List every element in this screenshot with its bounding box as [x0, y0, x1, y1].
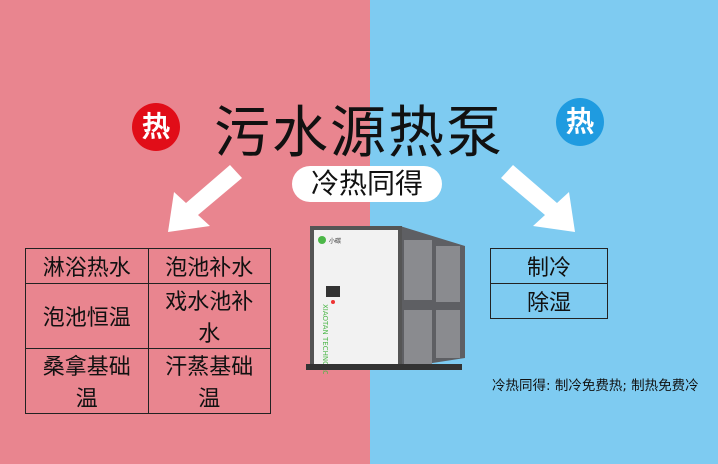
heat-pump-unit-image: 小碳 XIAOTAN TECHNOLOGY: [300, 218, 466, 386]
table-cell: 制冷: [490, 248, 608, 284]
table-cell: 戏水池补水: [147, 283, 271, 349]
table-row: 桑拿基础温汗蒸基础温: [25, 348, 271, 414]
hot-badge-right: 热: [556, 98, 604, 146]
subtitle-pill: 冷热同得: [292, 166, 442, 202]
table-cell: 泡池补水: [147, 248, 271, 284]
table-cell: 除湿: [490, 283, 608, 319]
table-row: 淋浴热水泡池补水: [25, 248, 271, 284]
table-row: 泡池恒温戏水池补水: [25, 283, 271, 349]
svg-text:XIAOTAN TECHNOLOGY: XIAOTAN TECHNOLOGY: [321, 304, 329, 374]
table-cell: 淋浴热水: [25, 248, 149, 284]
table-cell: 桑拿基础温: [25, 348, 149, 414]
table-row: 除湿: [490, 283, 608, 319]
arrow-down-left-icon: [168, 165, 242, 232]
right-background: [370, 0, 718, 464]
hot-badge-left: 热: [132, 103, 180, 151]
arrow-down-right-icon: [501, 165, 575, 232]
page-title: 污水源热泵: [214, 101, 504, 166]
right-uses-table: 制冷 除湿: [490, 248, 608, 319]
footnote: 冷热同得: 制冷免费热; 制热免费冷: [492, 378, 699, 394]
table-cell: 泡池恒温: [25, 283, 149, 349]
table-row: 制冷: [490, 248, 608, 284]
svg-text:小碳: 小碳: [329, 237, 341, 245]
table-cell: 汗蒸基础温: [147, 348, 271, 414]
left-uses-table: 淋浴热水泡池补水 泡池恒温戏水池补水 桑拿基础温汗蒸基础温: [25, 248, 271, 414]
